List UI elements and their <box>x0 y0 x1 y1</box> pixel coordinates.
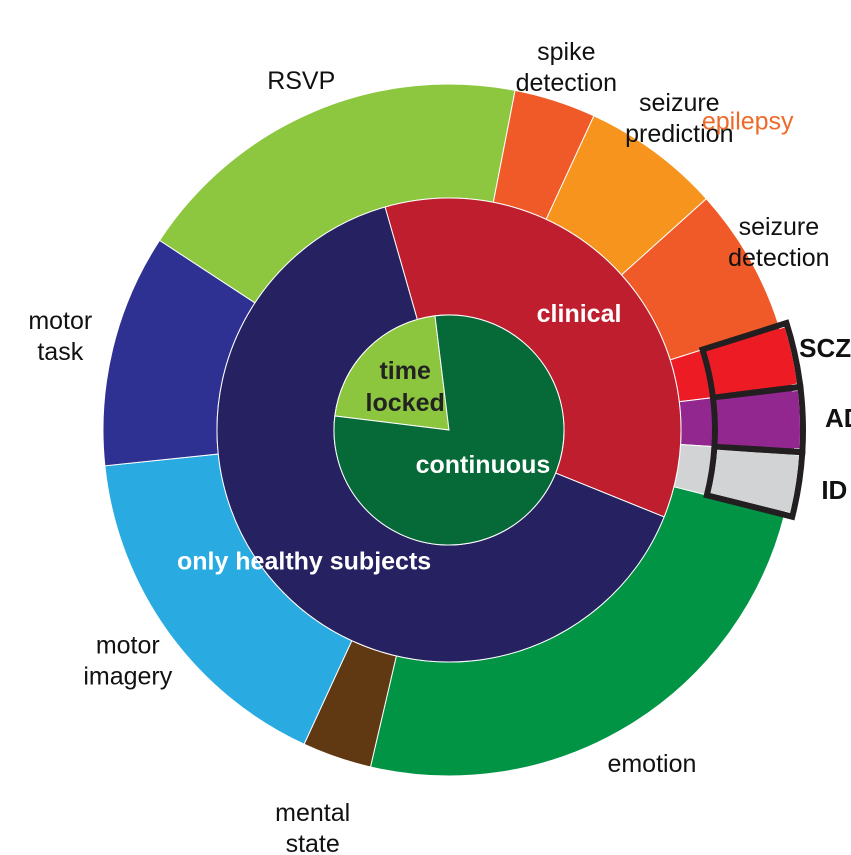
label-only-healthy-subjects: only healthy subjects <box>177 547 431 575</box>
label-emotion: emotion <box>607 750 696 778</box>
slice-fill-scz <box>706 327 797 395</box>
inner-ring <box>333 314 565 546</box>
slice-fill-id <box>710 449 800 513</box>
outline-id <box>703 443 806 521</box>
label-scz: SCZ <box>799 333 851 363</box>
outline-group <box>698 319 806 521</box>
slice-fill-ad <box>716 390 800 449</box>
label-continuous: continuous <box>416 451 551 479</box>
label-rsvp: RSVP <box>267 67 335 95</box>
label-ad: AD <box>825 403 851 433</box>
slice-time-locked <box>334 315 450 431</box>
slice-continuous <box>333 314 565 546</box>
group-label-epilepsy: epilepsy <box>702 108 794 136</box>
label-id: ID <box>821 475 847 505</box>
label-clinical: clinical <box>537 300 622 328</box>
